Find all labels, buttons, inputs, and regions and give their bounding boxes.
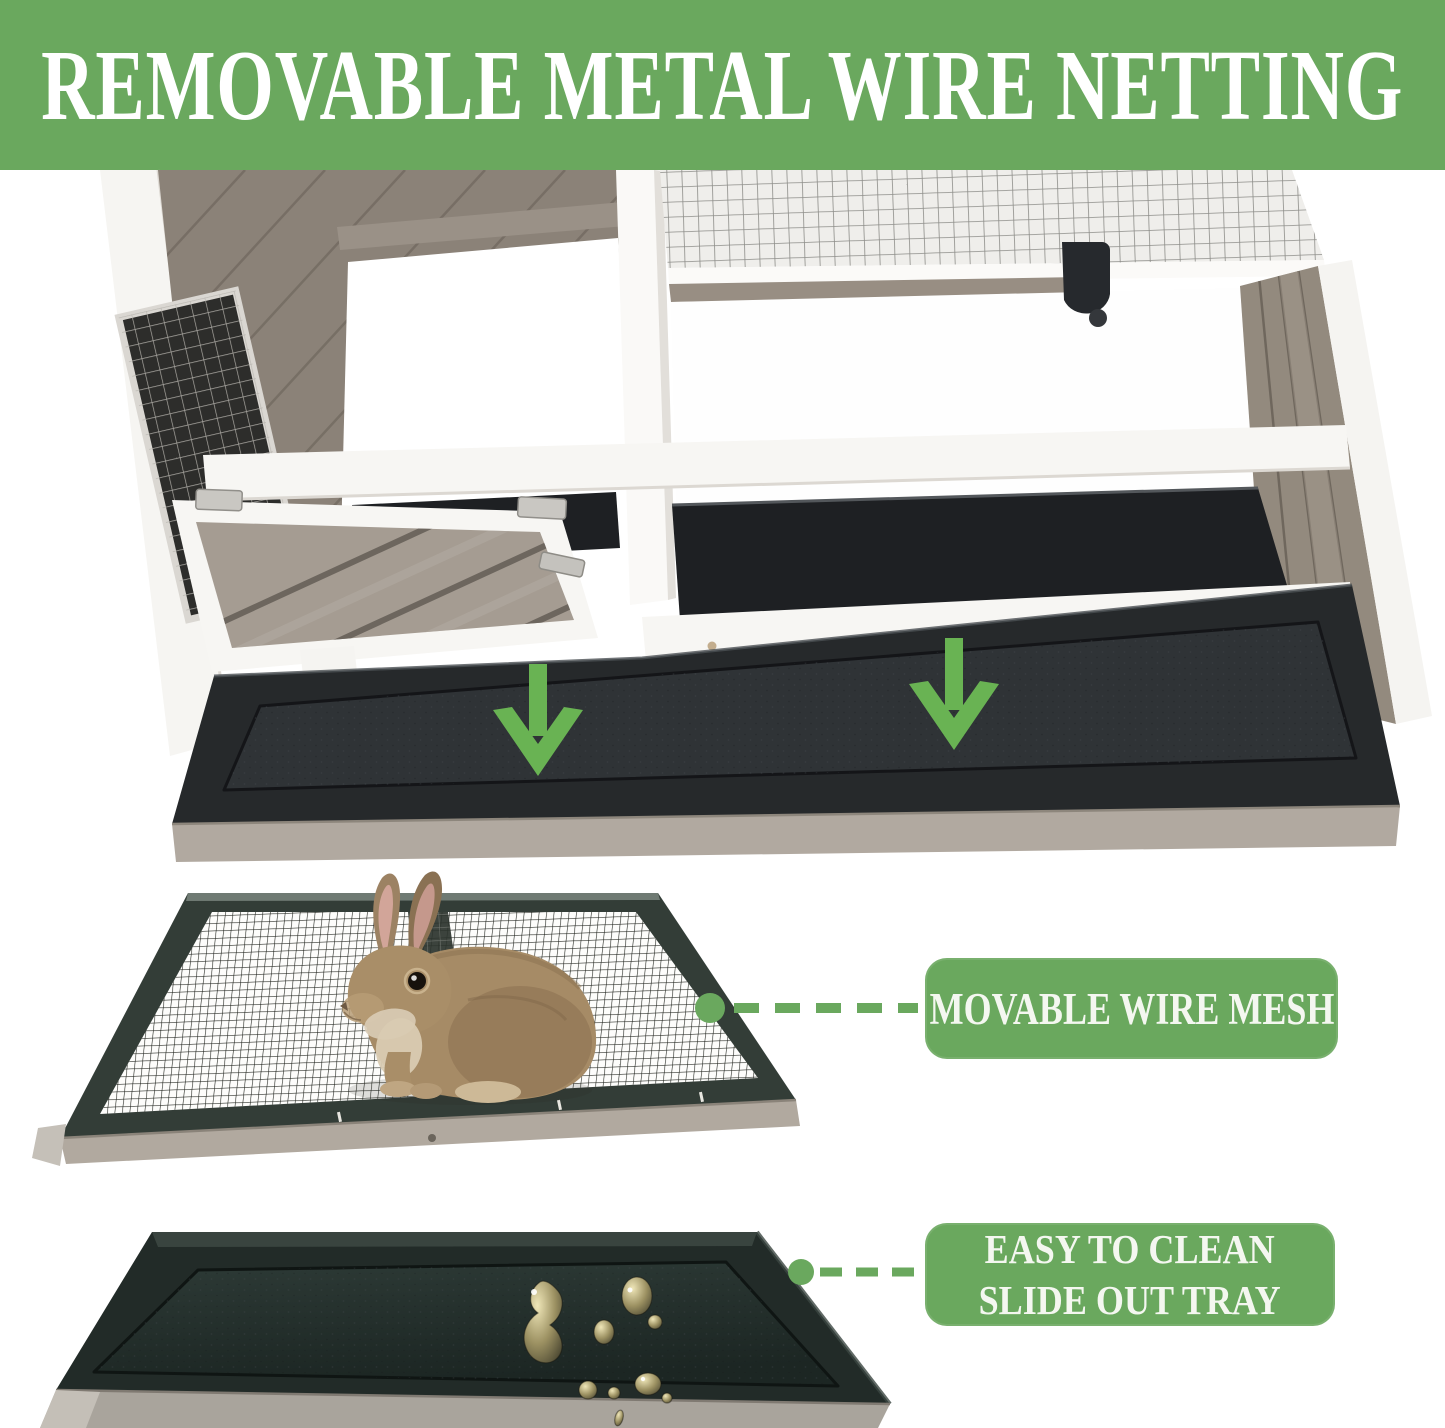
bracket	[1062, 242, 1110, 314]
front-hinge-rail	[203, 425, 1350, 500]
connector-dot	[695, 993, 725, 1023]
tray-photo	[40, 1230, 892, 1428]
connector-dot	[788, 1259, 814, 1285]
mesh-callout-label: MOVABLE WIRE MESH	[925, 958, 1338, 1059]
door-latch	[538, 551, 586, 578]
tray-callout-connector	[788, 1259, 918, 1285]
tray-base-edge	[40, 1388, 891, 1428]
open-door	[172, 488, 598, 672]
tray-callout-line1: EASY TO CLEAN	[984, 1226, 1276, 1273]
down-arrow-icon	[493, 664, 583, 776]
tray-callout-line2: SLIDE OUT TRAY	[978, 1276, 1282, 1323]
down-arrow-icon	[909, 638, 999, 750]
mesh-callout-connector	[695, 993, 918, 1023]
hutch-photo	[100, 169, 1432, 862]
door-hinge	[516, 496, 568, 520]
rabbit-illustration	[340, 871, 597, 1105]
mesh-panel-photo	[32, 871, 800, 1166]
door-hinge	[195, 488, 243, 512]
banner: REMOVABLE METAL WIRE NETTING	[0, 0, 1445, 170]
center-post	[616, 170, 668, 605]
roof-mesh	[660, 170, 1326, 302]
mesh-panel-bar	[32, 1098, 800, 1166]
hutch-slide-out-tray	[171, 583, 1401, 862]
tray-callout-text: EASY TO CLEAN SLIDE OUT TRAY	[979, 1224, 1281, 1324]
interior-floor-tray	[671, 486, 1292, 620]
ceiling-beam	[337, 202, 626, 250]
banner-title: REMOVABLE METAL WIRE NETTING	[41, 28, 1404, 141]
water-droplets	[523, 1276, 673, 1427]
mesh-callout-text: MOVABLE WIRE MESH	[929, 983, 1334, 1034]
tray-callout-label: EASY TO CLEAN SLIDE OUT TRAY	[925, 1223, 1335, 1326]
